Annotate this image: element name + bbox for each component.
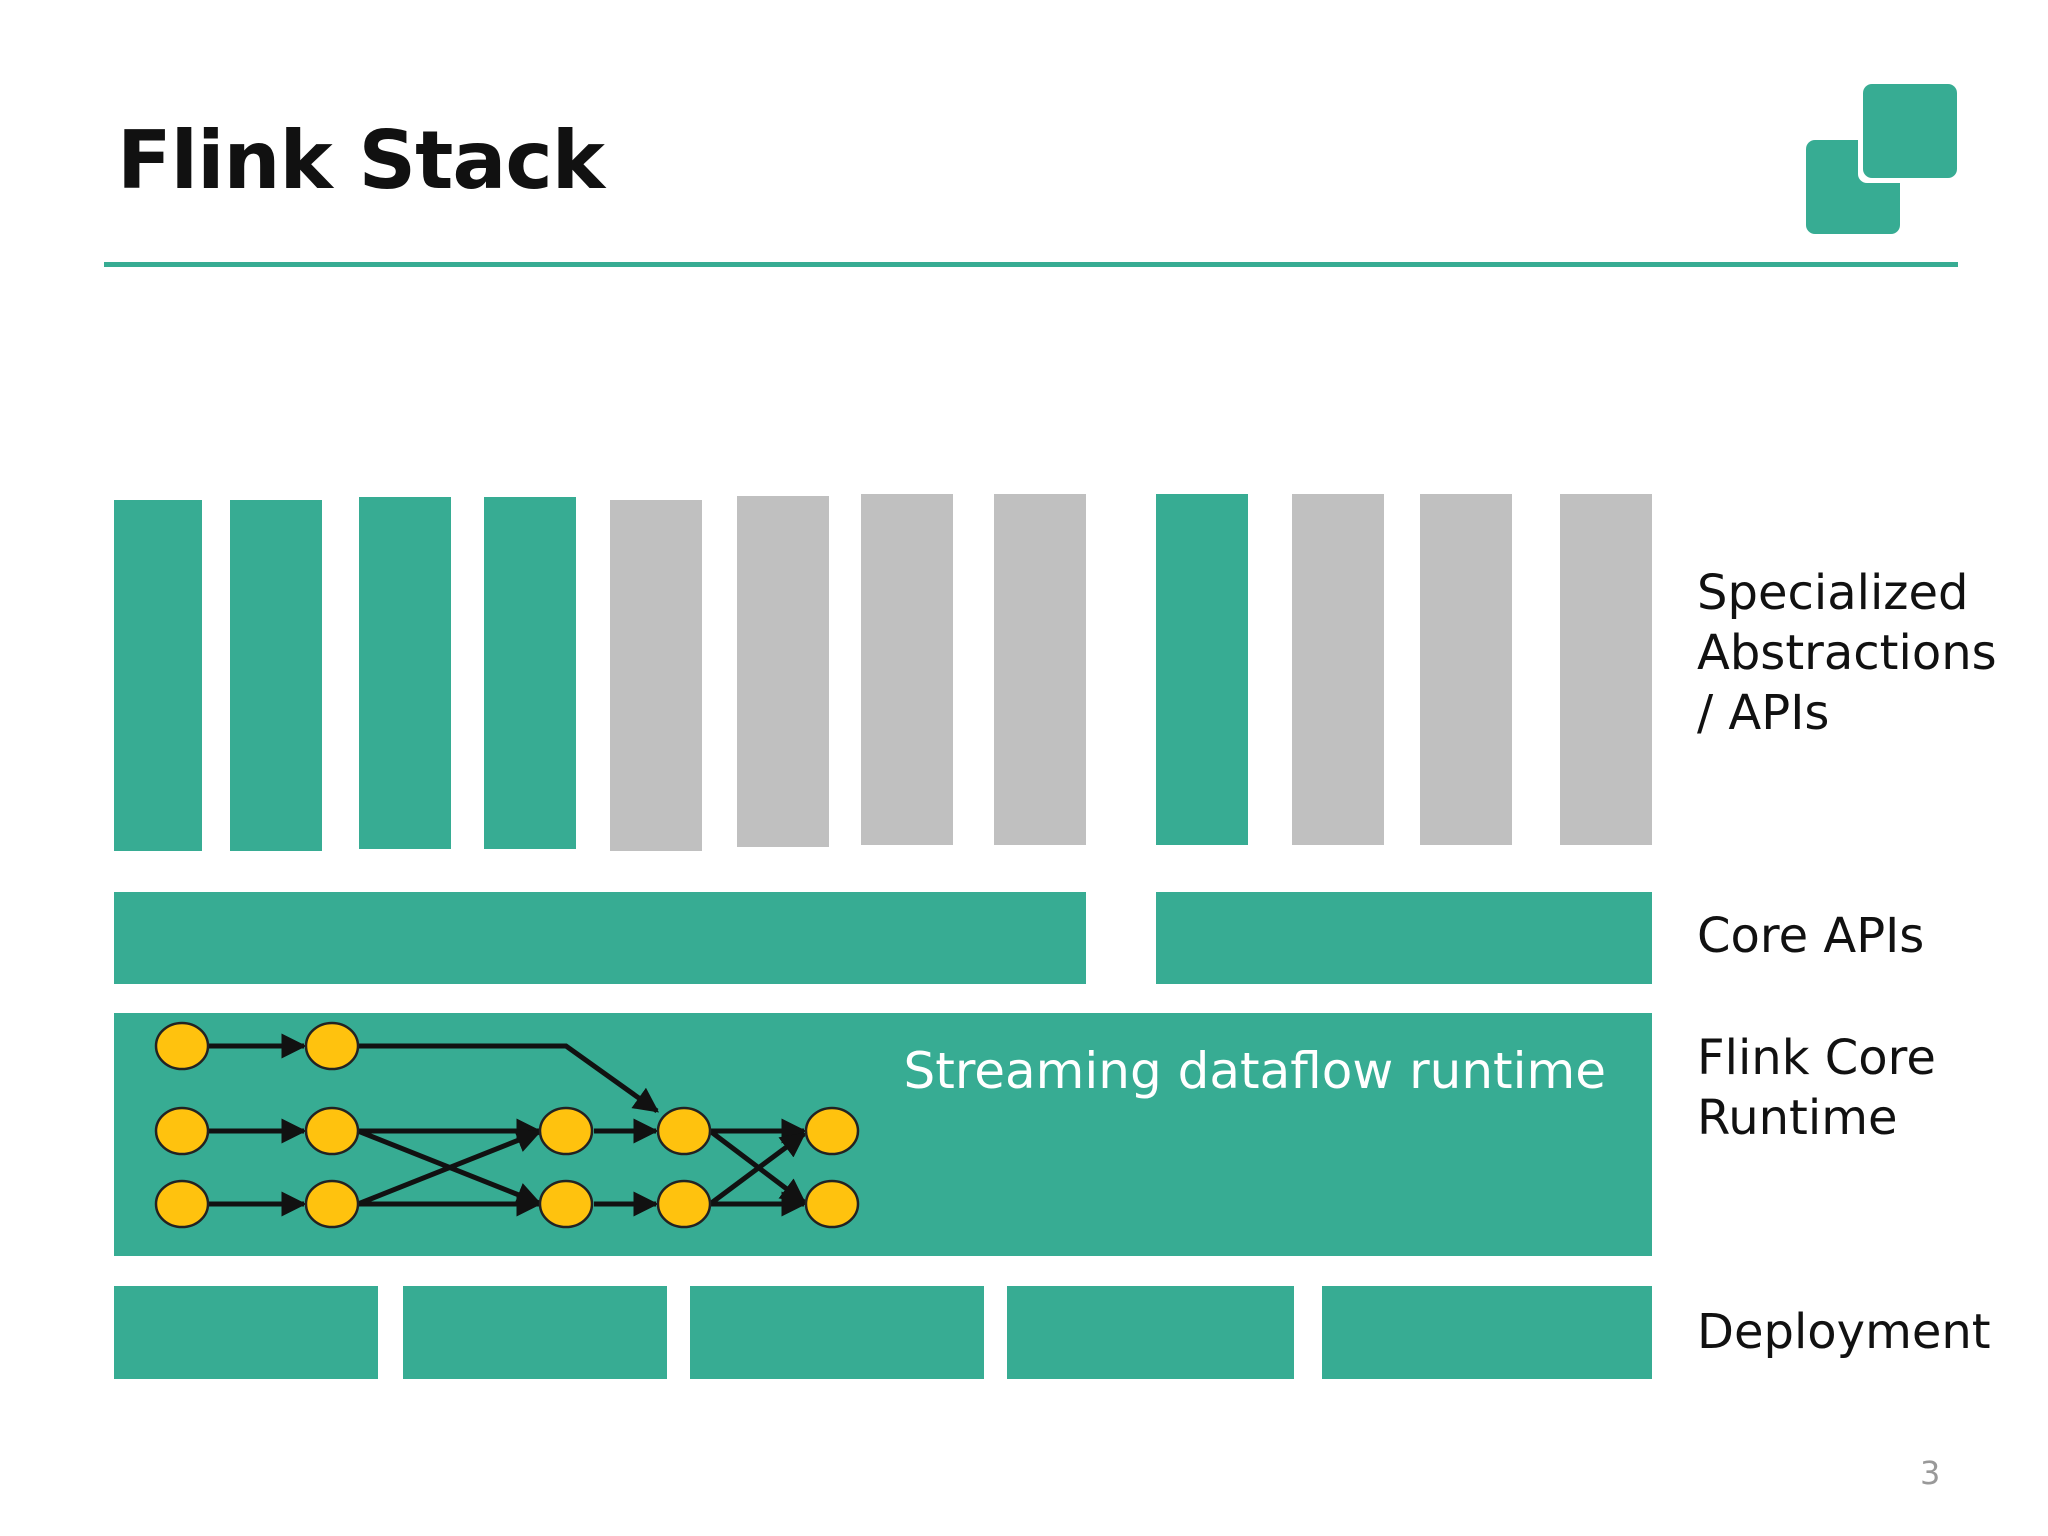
specialized-api-block [994,494,1086,845]
page-number: 3 [1920,1454,1941,1492]
deployment-label: Deployment [1697,1304,1991,1360]
specialized-api-block [1292,494,1384,845]
dataflow-node [304,1106,360,1156]
specialized-api-block [359,497,451,849]
dataflow-node [656,1106,712,1156]
specialized-api-block [737,496,829,847]
specialized-api-block [861,494,953,845]
dataflow-node [154,1106,210,1156]
dataflow-node [304,1021,360,1071]
runtime-caption: Streaming dataflow runtime [903,1042,1606,1100]
specialized-api-block [114,500,202,851]
flink-core-runtime-label: Flink Core Runtime [1697,1030,1936,1146]
dataflow-graph [154,1021,860,1229]
deployment-block [690,1286,984,1379]
specialized-api-block [230,500,322,851]
core-api-block [1156,892,1652,984]
slide-title: Flink Stack [117,114,605,207]
specialized-api-block [610,500,702,851]
specialized-api-block [1560,494,1652,845]
dataflow-node [804,1106,860,1156]
specialized-abstractions-label: Specialized Abstractions / APIs [1697,565,1997,741]
core-apis-label: Core APIs [1697,908,1925,964]
deployment-block [1007,1286,1294,1379]
dataflow-edge [357,1128,542,1207]
deployment-block [403,1286,667,1379]
deployment-block [114,1286,378,1379]
deployment-block [1322,1286,1652,1379]
specialized-api-block [1156,494,1248,845]
logo-square-front [1863,84,1957,178]
dataflow-node [656,1179,712,1229]
streaming-runtime-block: Streaming dataflow runtime [114,1013,1652,1256]
logo-squares-icon [1806,84,1959,237]
core-api-block [114,892,1086,984]
dataflow-node [538,1106,594,1156]
dataflow-node [304,1179,360,1229]
specialized-api-block [1420,494,1512,845]
dataflow-node [804,1179,860,1229]
dataflow-edge [358,1043,660,1114]
dataflow-node [154,1179,210,1229]
dataflow-edge [708,1131,807,1207]
title-divider [104,262,1958,267]
specialized-api-block [484,497,576,849]
dataflow-node [154,1021,210,1071]
dataflow-node [538,1179,594,1229]
